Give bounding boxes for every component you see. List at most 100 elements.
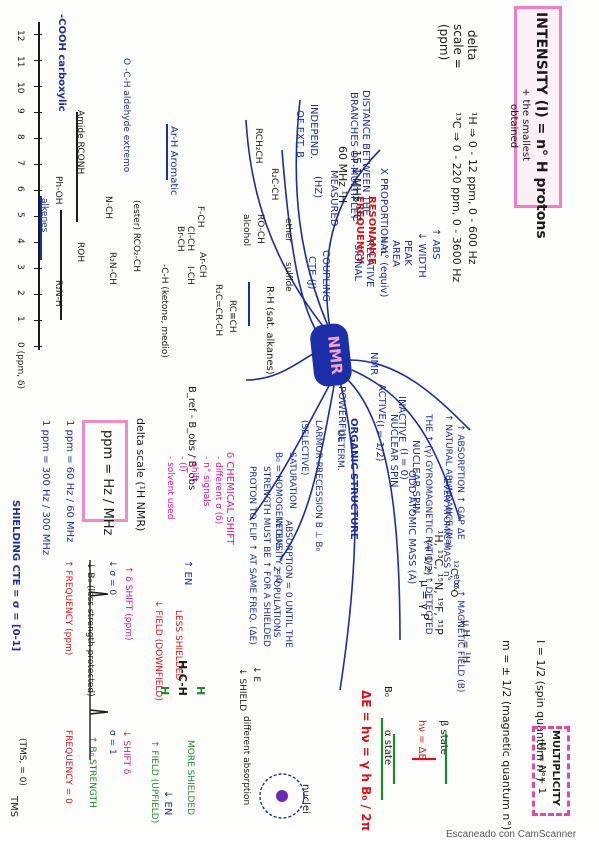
ppm-scale-tick (34, 138, 42, 139)
right-nuclear-spin-i: NUCLEAR SPIN (410, 440, 421, 514)
right-spin-half: (I = 1/2) (374, 420, 385, 462)
shift-aldehyde: O -C-H aldehyde extremo (121, 58, 131, 173)
ppm-scale-axis (38, 22, 40, 350)
right-spin-zero: (I = 0) (398, 448, 409, 480)
nuclei-sketch (259, 773, 305, 819)
right-nmr: NMR (368, 352, 379, 376)
shift-r2n-ch: R₂N-CH (107, 252, 117, 285)
spectrum-peak-1 (89, 591, 109, 597)
shift-n-ch: N-CH (103, 196, 113, 220)
spin-diff-abs: different absorption (241, 716, 251, 806)
scanner-footer: Escaneado con CamScanner (446, 829, 577, 840)
right-magnetic-field: ↑ MAGNETIC FIELD (B) (455, 590, 465, 693)
ppm-scale-label: 6 (15, 186, 25, 192)
ppm-scale-label: 1 (15, 316, 25, 322)
shift-rch2ch: RCH₂CH (253, 128, 263, 164)
cs-i: - (I) (177, 456, 187, 472)
scanned-page: INTENSITY (I) = n° H protons + the small… (8, 6, 570, 832)
ppm-scale-tick (34, 112, 42, 113)
ppm-scale-tick (34, 164, 42, 165)
ppm-scale-tick (34, 320, 42, 321)
cs-diff: - different σ (δ) (213, 456, 223, 525)
branch-independ: INDEPEND. (308, 104, 319, 160)
right-proton-flip: PROTON TO FLIP ↑ AT SAME FREQ. (ΔE) (247, 466, 257, 645)
ppm-scale-tick (34, 216, 42, 217)
shift-ph-oh: Ph-OH (53, 176, 63, 205)
cs-shift: - shift (189, 456, 199, 482)
cs-solvent: - solvent used (165, 456, 175, 520)
branch-coupling: COUPLING (320, 250, 331, 302)
range-roh (60, 210, 62, 320)
right-organic: ORGANIC STRUCTURE (348, 418, 359, 540)
ppm-scale-tick (34, 34, 42, 35)
right-saturation: SATURATION (287, 452, 297, 509)
spin-m: m = ± 1/2 (magnetic quantum n°) (500, 640, 513, 831)
connector (281, 149, 323, 341)
connector (349, 359, 471, 431)
connector (245, 119, 327, 331)
branch-distance: DISTANCE BETWEEN THE (360, 90, 371, 216)
energy-diagram (380, 718, 448, 800)
shift-r2c-cr-ch: R₂C=CR-CH (213, 284, 223, 337)
nucleus-outer (259, 773, 305, 819)
branch-abs: ↑ ABS (430, 228, 441, 260)
branch-multiplet: BRANCHES OF MULTIPLET (348, 92, 359, 221)
ppm-scale-label: 5 (15, 212, 25, 218)
right-inactive: INACTIVE (396, 396, 407, 443)
right-absorption-gap: ↑ ABSORPTION ↑ GAP ΔE (455, 424, 465, 540)
shift-ketone: -C-H (ketone, medio) (159, 264, 169, 358)
range-r-h (248, 282, 250, 326)
cs-down-en: ↓ EN (162, 790, 173, 816)
right-mu-gamma: μ = γ P (418, 580, 431, 620)
connector (279, 385, 335, 561)
connector (295, 99, 329, 327)
ppm-scale-label: 11 (15, 56, 25, 68)
shift-alcohol: alcohol (241, 214, 251, 247)
branch-hz: (HZ) (312, 176, 323, 199)
right-determ: DETERM. (335, 430, 345, 471)
ppm-scale-label: 8 (15, 134, 25, 140)
cs-title: δ CHEMICAL SHIFT (224, 452, 235, 545)
nucleus-core (276, 790, 288, 802)
shift-br-ch: Br-CH (175, 226, 185, 252)
connector (345, 377, 401, 641)
connector (351, 369, 461, 521)
right-strength-must: STRENGTH MUST BE ↑ FOR A SHIELDED (261, 466, 271, 647)
mindmap-connectors (245, 99, 471, 691)
ppm-scale-label: 2 (15, 290, 25, 296)
branch-proportional: X PROPORTIONAL (378, 168, 389, 256)
shift-r-h: R-H (sat. alkanes) (264, 286, 275, 375)
shift-sulfide: sulfide (283, 262, 293, 292)
ppm-box (82, 420, 128, 522)
shift-r2c-ch: R₂C-CH (269, 168, 279, 201)
ppm-scale-label: 4 (15, 238, 25, 244)
ppm-scale-label: 3 (15, 264, 25, 270)
branch-coupling-cte: CTE (J) (306, 256, 317, 290)
spectrum-peak-2 (89, 709, 109, 715)
ppm-scale-tick (34, 86, 42, 87)
right-homogeneous: B₀ = HOMOGENEOUS (273, 452, 283, 549)
ppm-box-line1: 1 ppm = 60 Hz / 60 MHz (64, 420, 75, 543)
branch-area: AREA (390, 240, 401, 267)
ppm-scale-label: 7 (15, 160, 25, 166)
branch-peak: PEAK (402, 240, 413, 266)
connector (339, 381, 356, 691)
multiplicity-eq: M = N + 1 (536, 742, 547, 794)
branch-measured: MEASURED (328, 170, 339, 227)
shift-f-ch: F-CH (195, 206, 205, 228)
shift-i-ch: I-CH (185, 266, 195, 285)
multiplicity-box (532, 726, 570, 816)
branch-width: ↓ WIDTH (416, 232, 427, 278)
ppm-scale-tick (34, 190, 42, 191)
shift-ro-ch: RO-CH (255, 214, 265, 244)
ppm-scale-tick (34, 294, 42, 295)
ppm-scale-tick (34, 242, 42, 243)
right-selective: (SELECTIVE) (299, 420, 309, 476)
shift-ester: (ester) RCO₂-CH (131, 200, 141, 272)
ppm-box-line2: 1 ppm = 300 Hz / 300 MHz (40, 420, 51, 556)
cs-signals: - n° signals (201, 456, 211, 507)
connector (325, 149, 381, 331)
cs-shield-down: ↓ SHIELD (237, 668, 247, 712)
right-natural-abundance: ↑ NATURAL ABUNDANCE (Na) (443, 414, 453, 549)
shift-ether: ether (283, 218, 293, 243)
